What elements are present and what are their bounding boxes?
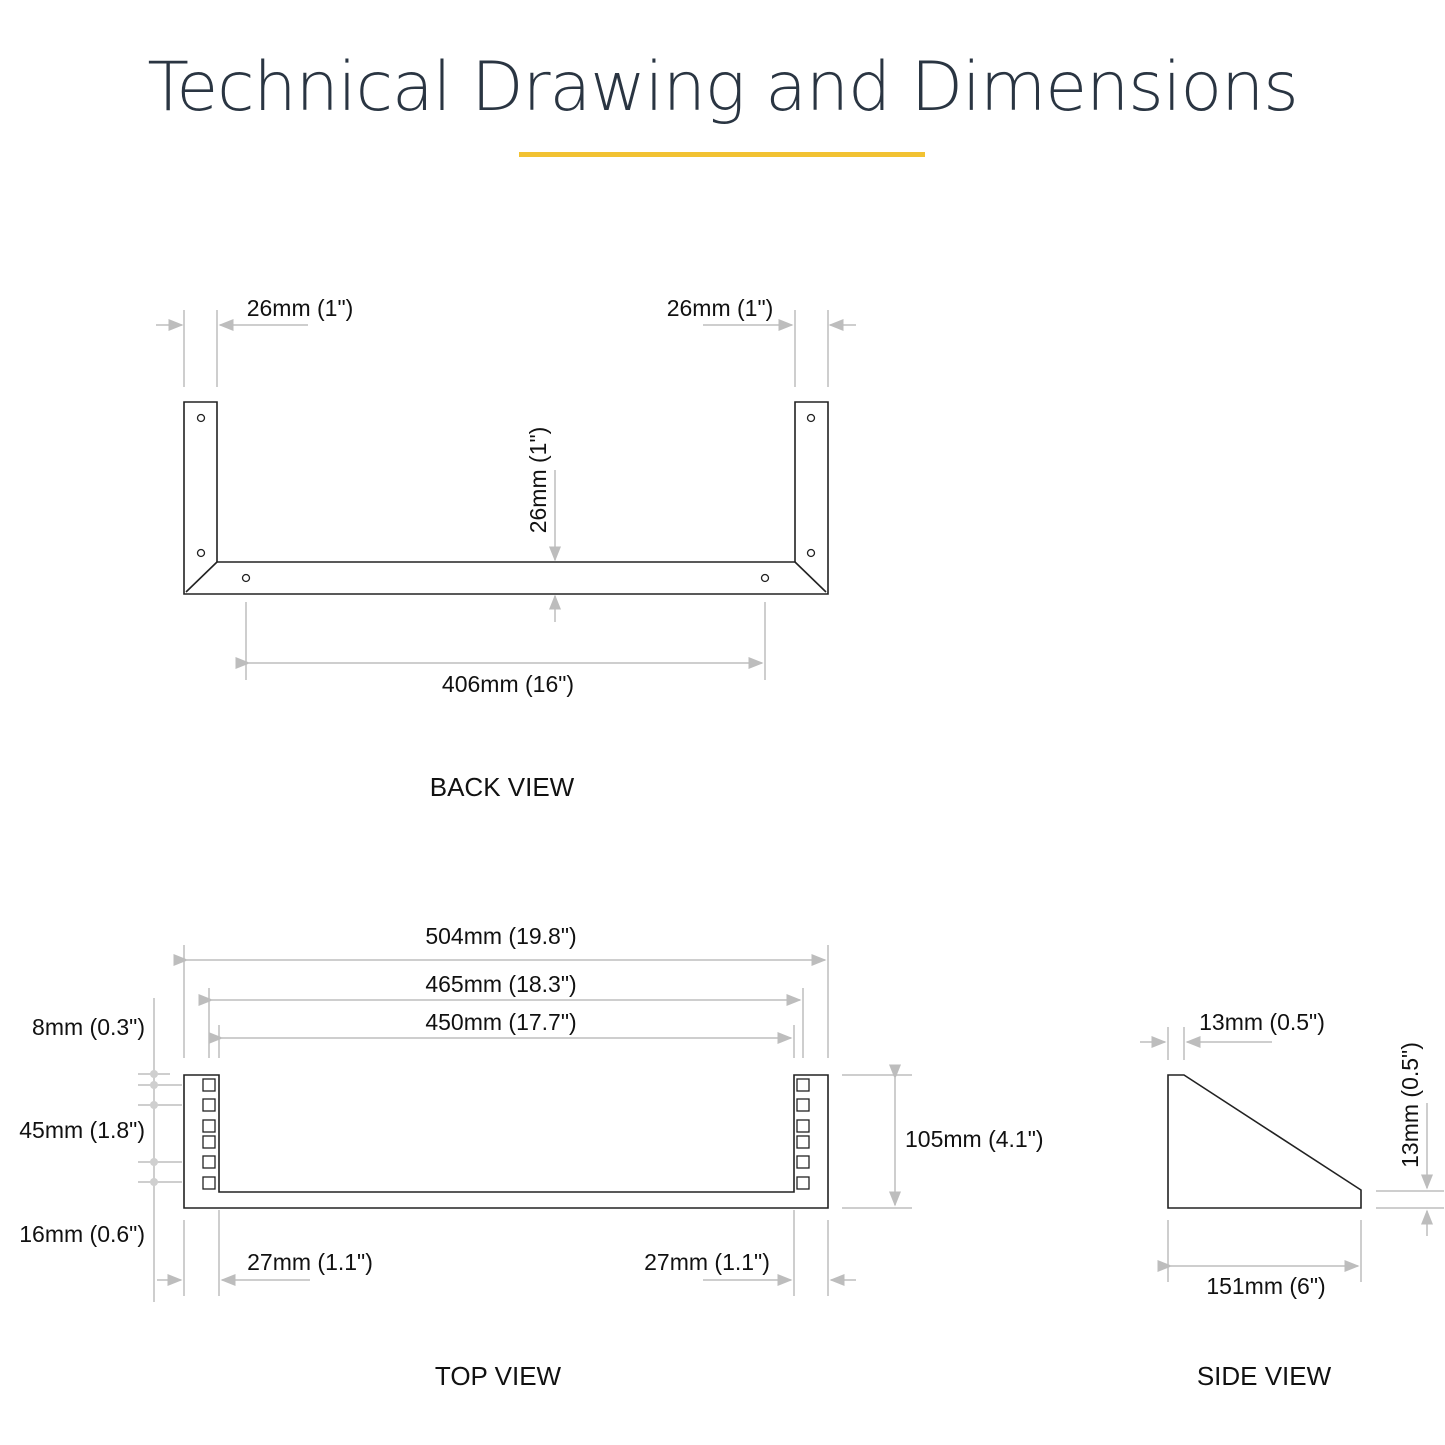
top-depth-label: 105mm (4.1") [905, 1126, 1044, 1152]
top-inner-width-label: 450mm (17.7") [425, 1009, 576, 1035]
back-view-outline [183, 401, 829, 595]
top-left-flange-label: 27mm (1.1") [247, 1249, 373, 1275]
top-view-outline [183, 1074, 829, 1209]
back-hole-spacing-label: 406mm (16") [442, 671, 574, 697]
back-left-flange-label: 26mm (1") [247, 295, 354, 321]
side-length-label: 151mm (6") [1206, 1273, 1325, 1299]
top-view-label: TOP VIEW [435, 1361, 562, 1391]
title-underline [519, 152, 925, 157]
side-top-width-label: 13mm (0.5") [1199, 1009, 1325, 1035]
top-offset-label: 8mm (0.3") [32, 1014, 145, 1040]
bottom-offset-label: 16mm (0.6") [19, 1221, 145, 1247]
mounting-holes [196, 413, 816, 583]
back-view-label: BACK VIEW [430, 772, 575, 802]
side-end-height-label: 13mm (0.5") [1397, 1042, 1423, 1168]
back-view: 26mm (1") 26mm (1") 26mm (1") 406mm (16"… [156, 295, 856, 802]
hole-span-label: 45mm (1.8") [19, 1117, 145, 1143]
side-view-outline [1167, 1074, 1362, 1209]
back-base-height-label: 26mm (1") [525, 427, 551, 534]
top-view: 504mm (19.8") 465mm (18.3") 450mm (17.7"… [19, 923, 1043, 1391]
back-right-flange-label: 26mm (1") [667, 295, 774, 321]
top-right-flange-label: 27mm (1.1") [644, 1249, 770, 1275]
side-view: 13mm (0.5") 13mm (0.5") 151mm (6") SIDE … [1140, 1009, 1444, 1391]
page-title: Technical Drawing and Dimensions [147, 48, 1298, 127]
top-mid-width-label: 465mm (18.3") [425, 971, 576, 997]
top-overall-width-label: 504mm (19.8") [425, 923, 576, 949]
side-view-label: SIDE VIEW [1197, 1361, 1332, 1391]
rack-square-holes [202, 1078, 810, 1190]
